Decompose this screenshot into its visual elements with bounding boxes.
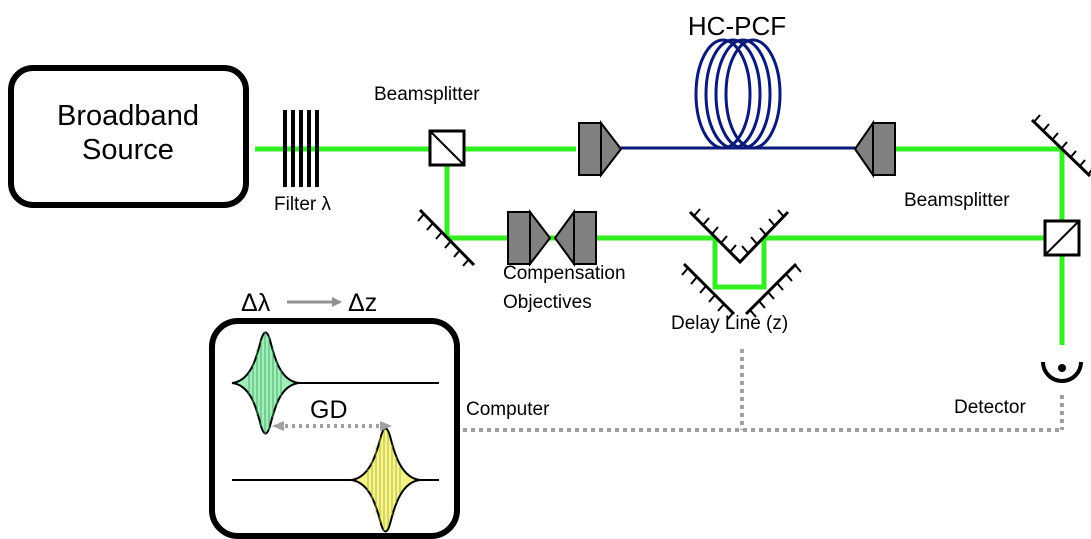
- detector-icon: [1041, 361, 1083, 383]
- beamsplitter-2-icon: [1043, 219, 1081, 257]
- pulse-1-envelope: [231, 331, 300, 435]
- hc-pcf-fiber: [621, 38, 855, 150]
- delta-z-label: Δz: [348, 289, 377, 317]
- filter-icon: [283, 110, 319, 187]
- broadband-source-box: [8, 65, 249, 208]
- compensation-objective-2-icon: [553, 208, 597, 268]
- detector-label: Detector: [954, 397, 1026, 418]
- beamsplitter-2-label: Beamsplitter: [904, 190, 1010, 211]
- filter-label: Filter λ: [274, 194, 332, 215]
- beamsplitter-1-icon: [428, 129, 466, 167]
- fiber-label: HC-PCF: [688, 11, 786, 41]
- computer-box: [209, 318, 460, 539]
- computer-label: Computer: [466, 399, 550, 420]
- data-links: [463, 349, 1064, 432]
- delta-lambda-label: Δλ: [241, 289, 271, 317]
- fiber-input-objective-icon: [578, 120, 623, 178]
- mirror-left-lower-icon: [417, 208, 476, 267]
- source-label-line1: Broadband: [57, 100, 199, 132]
- compensation-objective-1-icon: [507, 209, 552, 267]
- delay-line-label: Delay Line (z): [671, 313, 788, 334]
- compensation-label-line2: Objectives: [503, 292, 592, 313]
- source-label-line2: Source: [82, 134, 174, 166]
- group-delay-label: GD: [310, 396, 348, 424]
- mirror-top-right-icon: [1030, 114, 1091, 178]
- beamsplitter-1-label: Beamsplitter: [374, 84, 480, 105]
- delay-line-mirrors-icon: [681, 208, 802, 321]
- pulse-2-envelope: [350, 427, 421, 533]
- beam-delay-loop: [712, 238, 767, 290]
- compensation-label-line1: Compensation: [503, 263, 626, 284]
- fiber-output-objective-icon: [853, 119, 896, 179]
